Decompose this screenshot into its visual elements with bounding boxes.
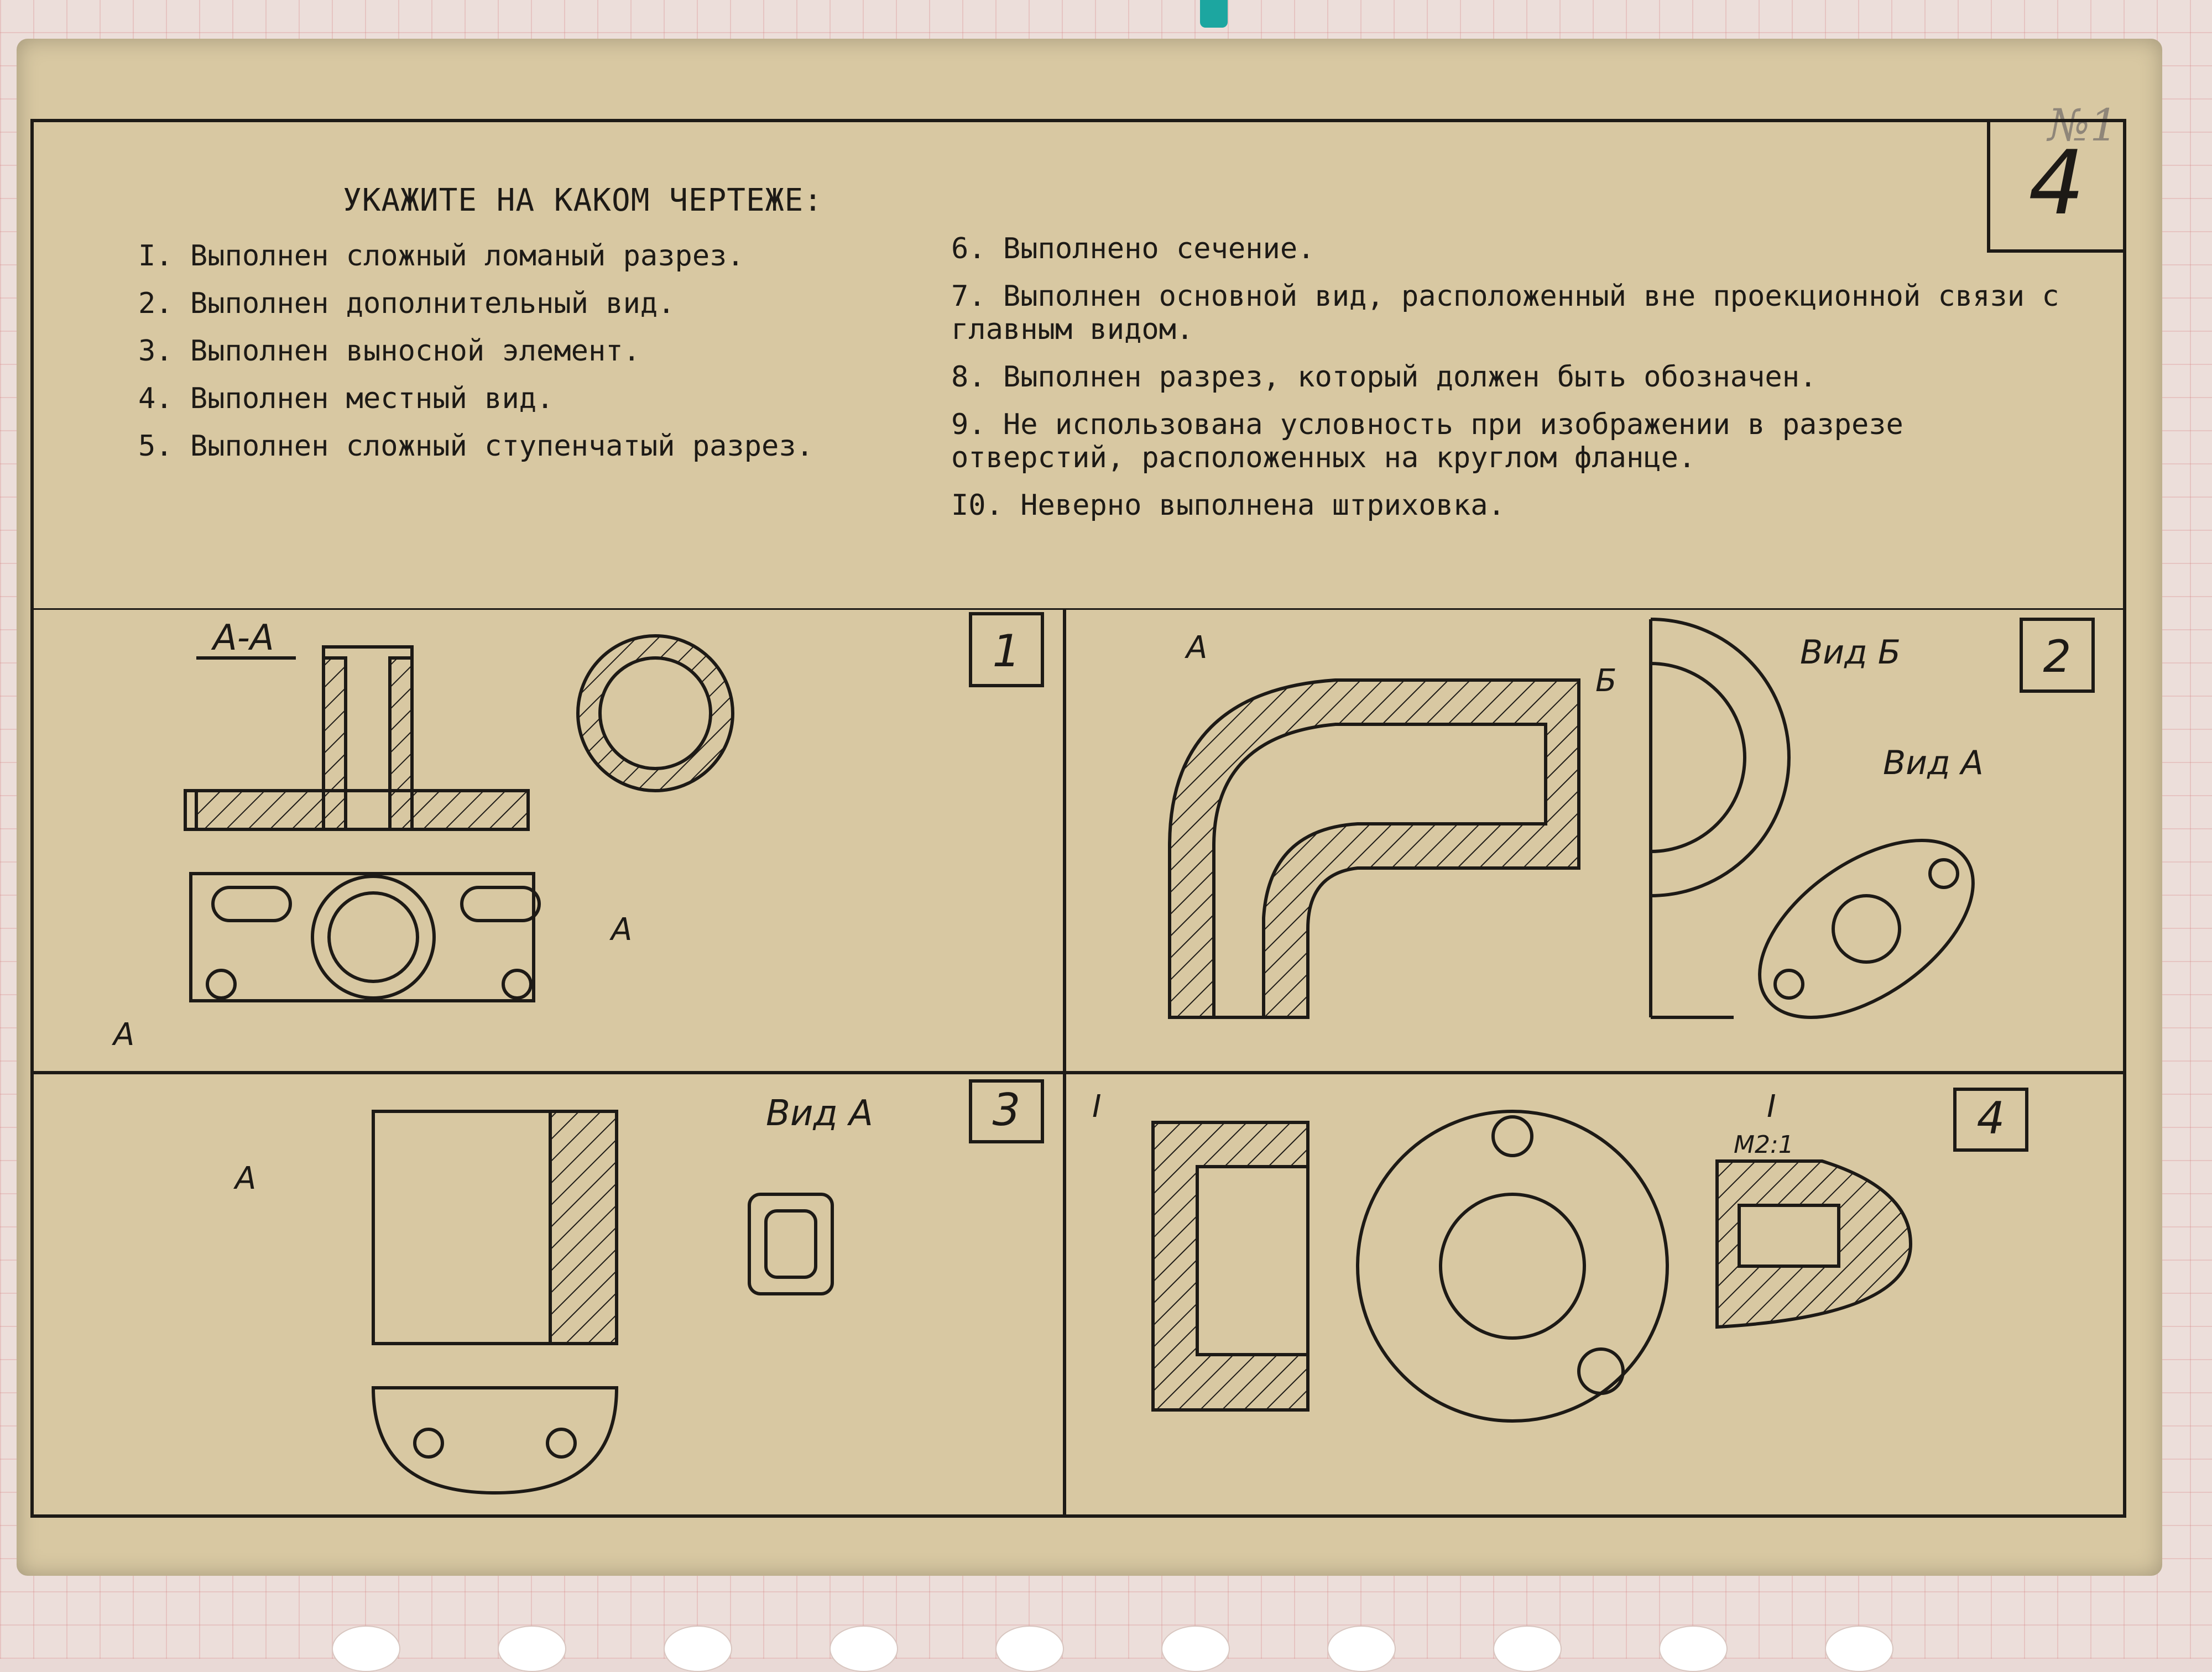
question-list-right: 6. Выполнено сечение. 7. Выполнен основн…: [951, 232, 2090, 536]
binder-holes: [0, 1614, 2212, 1672]
list-item: I. Выполнен сложный ломаный разрез.: [138, 239, 744, 273]
drawings-area: 1 А-А А А 2: [30, 608, 2126, 1518]
view-a-label: Вид А: [1883, 744, 1984, 782]
binder-hole: [1493, 1626, 1562, 1672]
panel-number: 4: [1977, 1093, 2005, 1144]
panel-number-box: [2020, 618, 2095, 693]
panel-grid: [30, 608, 2126, 1518]
binder-hole: [664, 1626, 732, 1672]
list-item: 7. Выполнен основной вид, расположенный …: [951, 280, 2059, 346]
question-list-left: I. Выполнен сложный ломаный разрез. 2. В…: [138, 232, 968, 470]
cut-label: А: [112, 1017, 134, 1053]
binder-hole: [830, 1626, 898, 1672]
binder-hole: [1161, 1626, 1230, 1672]
panel-number-box: [969, 1079, 1044, 1143]
binder-hole: [1659, 1626, 1728, 1672]
panel-3: 3 А Вид А: [233, 1079, 1044, 1495]
binder-hole: [1327, 1626, 1396, 1672]
list-item: 8. Выполнен разрез, который должен быть …: [951, 360, 1817, 394]
sheet-number: 4: [1987, 122, 2123, 253]
pencil-clip: [1200, 0, 1228, 28]
panel-number: 3: [993, 1084, 1021, 1136]
view-label: Б: [1595, 663, 1616, 699]
panel-1: 1 А-А А А: [112, 612, 1044, 1053]
binder-hole: [1825, 1626, 1893, 1672]
view-label: А: [1185, 630, 1207, 666]
panel-number: 2: [2043, 631, 2072, 682]
binder-hole: [498, 1626, 566, 1672]
view-a-label: Вид А: [766, 1093, 873, 1134]
list-item: 5. Выполнен сложный ступенчатый разрез.: [138, 430, 813, 463]
binder-hole: [995, 1626, 1064, 1672]
view-direction-label: А: [233, 1161, 256, 1196]
view-b-label: Вид Б: [1800, 633, 1901, 672]
page-title: УКАЖИТЕ НА КАКОМ ЧЕРТЕЖЕ:: [343, 182, 823, 218]
list-item: 9. Не использована условность при изобра…: [951, 408, 1903, 474]
scale-label: М2:1: [1734, 1131, 1794, 1159]
panel-number: 1: [993, 625, 1021, 677]
drawing-frame: 4: [30, 119, 2126, 1518]
binder-hole: [332, 1626, 400, 1672]
drawings-svg: 1 А-А А А 2: [30, 608, 2126, 1518]
panel-2: 2 А Б Вид Б Вид А: [1168, 618, 2095, 1019]
detail-label: I: [1767, 1089, 1776, 1125]
detail-label: I: [1092, 1089, 1102, 1125]
panel-number-box: [1953, 1088, 2028, 1152]
list-item: 4. Выполнен местный вид.: [138, 382, 554, 415]
list-item: 6. Выполнено сечение.: [951, 232, 1315, 265]
panel-number-box: [969, 612, 1044, 687]
list-item: 2. Выполнен дополнительный вид.: [138, 287, 675, 320]
cut-label: А: [609, 912, 632, 948]
panel-4: 4 I I М2:1: [1092, 1088, 2028, 1423]
list-item: 3. Выполнен выносной элемент.: [138, 335, 640, 368]
corner-note: №1: [2048, 100, 2118, 151]
section-label: А-А: [211, 618, 274, 659]
list-item: I0. Неверно выполнена штриховка.: [951, 489, 1505, 522]
